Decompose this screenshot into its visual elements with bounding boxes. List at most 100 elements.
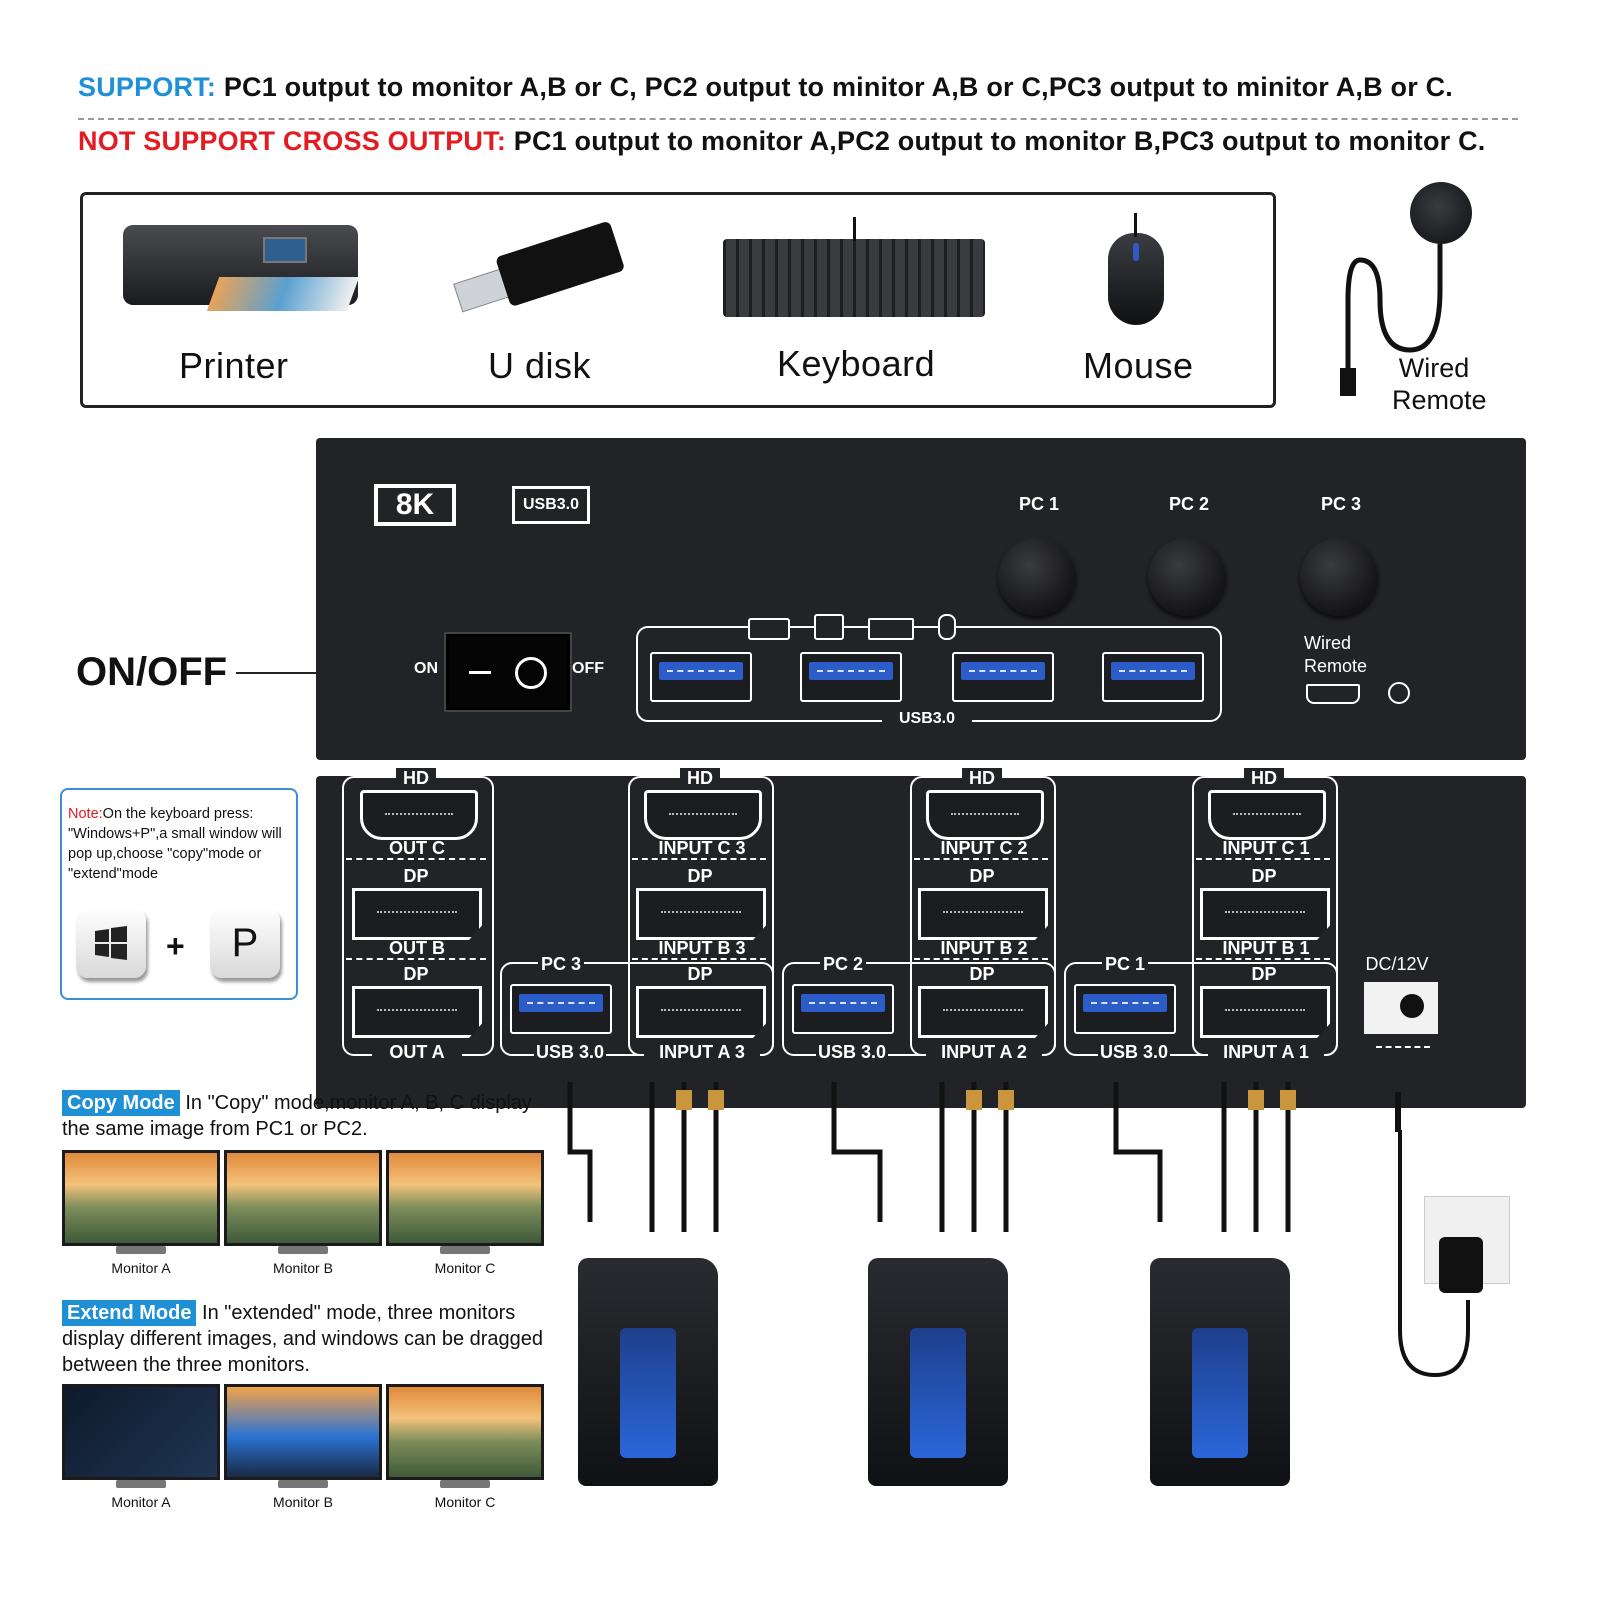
dc-label: DC/12V	[1365, 954, 1429, 974]
dp-port[interactable]	[918, 986, 1048, 1038]
remote-cable	[1340, 244, 1443, 396]
separator	[632, 958, 766, 960]
hdmi-port[interactable]	[926, 790, 1044, 840]
back-panel: HD OUT C DP OUT B DP OUT A PC 3 USB 3.0 …	[316, 768, 1526, 1108]
dp-port[interactable]	[636, 888, 766, 940]
copy-monitor-a: Monitor A	[62, 1150, 220, 1276]
dp-port[interactable]	[352, 986, 482, 1038]
monitor-stand	[116, 1480, 166, 1488]
remote-port-line1: Wired	[1304, 633, 1352, 653]
monitor-stand	[278, 1480, 328, 1488]
pc3-button[interactable]	[1300, 538, 1378, 616]
plus-sign: +	[166, 928, 185, 964]
support-line: SUPPORT: PC1 output to monitor A,B or C,…	[78, 72, 1453, 103]
pc3-label: PC 3	[1320, 494, 1362, 514]
support-key: SUPPORT:	[78, 72, 217, 102]
support-text: PC1 output to monitor A,B or C, PC2 outp…	[216, 72, 1453, 102]
dp-port[interactable]	[636, 986, 766, 1038]
mouse-cable	[1134, 213, 1137, 237]
not-support-key: NOT SUPPORT CROSS OUTPUT:	[78, 126, 507, 156]
not-support-text: PC1 output to monitor A,PC2 output to mo…	[506, 126, 1486, 156]
pc1-tower-icon	[1150, 1258, 1290, 1486]
cables	[567, 1082, 1401, 1232]
power-cable	[1398, 1130, 1470, 1378]
separator	[1196, 858, 1330, 860]
power-off-label: OFF	[572, 660, 604, 677]
monitor-screen	[62, 1384, 220, 1480]
pc2-button[interactable]	[1148, 538, 1226, 616]
separator	[1196, 958, 1330, 960]
separator	[914, 858, 1048, 860]
pc2-input-label: INPUT A 2	[926, 1042, 1042, 1063]
pc2-tower-icon	[868, 1258, 1008, 1486]
monitor-stand	[278, 1246, 328, 1254]
printer-icon	[123, 215, 360, 325]
monitor-screen	[224, 1150, 382, 1246]
keyboard-icon	[868, 618, 914, 640]
usb-port[interactable]	[1102, 652, 1204, 702]
extend-monitor-b: Monitor B	[224, 1384, 382, 1510]
dc-jack[interactable]	[1364, 982, 1438, 1034]
usb-drive-icon	[446, 210, 629, 329]
copy-mode-desc: Copy Mode In "Copy" mode,monitor A, B, C…	[62, 1090, 562, 1142]
remote-port-label: Wired Remote	[1304, 632, 1367, 678]
out-hd-label: HD	[396, 768, 436, 789]
copy-mode-text: In "Copy" mode,monitor A, B, C display t…	[62, 1092, 532, 1140]
pc2-input-label: INPUT C 2	[940, 838, 1028, 858]
remote-port[interactable]	[1306, 684, 1360, 704]
pc3-label: PC 3	[538, 954, 584, 975]
dp-port[interactable]	[352, 888, 482, 940]
monitor-label: Monitor B	[273, 1260, 333, 1276]
monitor-screen	[386, 1150, 544, 1246]
separator	[914, 958, 1048, 960]
peripheral-label: Keyboard	[777, 343, 936, 384]
pc1-input-label: INPUT B 1	[1222, 938, 1310, 958]
monitor-label: Monitor A	[111, 1260, 171, 1276]
usb-port[interactable]	[792, 984, 894, 1034]
dp-port[interactable]	[1200, 888, 1330, 940]
hdmi-port[interactable]	[360, 790, 478, 840]
pc3-hd-label: HD	[680, 768, 720, 789]
pc3-input-label: DP	[687, 964, 713, 984]
divider	[78, 118, 1518, 120]
p-key: P	[210, 908, 280, 978]
monitor-screen	[224, 1384, 382, 1480]
monitor-stand	[440, 1480, 490, 1488]
extend-monitor-c: Monitor C	[386, 1384, 544, 1510]
monitor-label: Monitor A	[111, 1494, 171, 1510]
out-label: OUT C	[389, 838, 445, 858]
dp-port[interactable]	[1200, 986, 1330, 1038]
usb-port[interactable]	[510, 984, 612, 1034]
usb-port[interactable]	[800, 652, 902, 702]
mouse-icon	[1108, 233, 1164, 325]
pc2-label: PC 2	[1168, 494, 1210, 514]
pc1-input-label: DP	[1251, 964, 1277, 984]
copy-monitor-c: Monitor C	[386, 1150, 544, 1276]
badge-8k: 8K	[374, 484, 456, 526]
note-box: Note:On the keyboard press: "Windows+P",…	[60, 788, 298, 1000]
monitor-stand	[440, 1246, 490, 1254]
front-panel: 8K USB3.0 PC 1 PC 2 PC 3 ON OFF USB3.0 W…	[316, 438, 1526, 760]
pc3-usb-label: USB 3.0	[534, 1042, 606, 1063]
note-prefix: Note:	[68, 806, 103, 822]
dc-polarity-icon	[1376, 1046, 1430, 1048]
separator	[632, 858, 766, 860]
extend-mode-text: In "extended" mode, three monitors displ…	[62, 1302, 544, 1376]
usb-port[interactable]	[1074, 984, 1176, 1034]
hdmi-port[interactable]	[1208, 790, 1326, 840]
pc2-input-label: DP	[969, 964, 995, 984]
dp-port[interactable]	[918, 888, 1048, 940]
pc1-input-label: INPUT A 1	[1208, 1042, 1324, 1063]
usb-port[interactable]	[952, 652, 1054, 702]
wired-remote-label: Wired Remote	[1392, 352, 1487, 416]
windows-key-icon	[76, 908, 146, 978]
power-switch[interactable]	[446, 634, 570, 710]
monitor-label: Monitor B	[273, 1494, 333, 1510]
monitor-label: Monitor C	[434, 1260, 496, 1276]
pc1-hd-label: HD	[1244, 768, 1284, 789]
hdmi-port[interactable]	[644, 790, 762, 840]
pc3-input-label: INPUT C 3	[658, 838, 746, 858]
pc1-button[interactable]	[998, 538, 1076, 616]
usb-port[interactable]	[650, 652, 752, 702]
pc1-label: PC 1	[1018, 494, 1060, 514]
